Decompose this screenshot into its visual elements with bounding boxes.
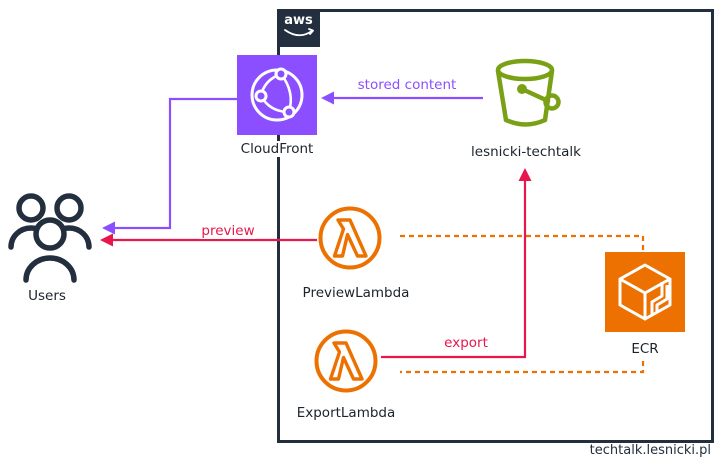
ecr-cube-icon (618, 263, 672, 321)
aws-logo-text: aws (284, 13, 313, 28)
cloudfront-icon (237, 55, 317, 135)
cloudfront-label: CloudFront (237, 141, 317, 157)
preview-edge-label: preview (199, 223, 257, 239)
arrowhead-preview (100, 233, 113, 247)
s3-bucket-label: lesnicki-techtalk (468, 144, 584, 160)
arrowhead-cloudfront-to-users (102, 221, 115, 235)
preview-lambda-label: PreviewLambda (299, 285, 413, 301)
export-lambda-label: ExportLambda (293, 405, 399, 421)
cloudfront-globe-icon (250, 67, 304, 122)
aws-smile-icon (283, 28, 314, 37)
users-icon (4, 186, 96, 284)
export-lambda-icon (313, 328, 379, 394)
stored-content-edge-label: stored content (355, 77, 459, 93)
ecr-icon (605, 252, 685, 332)
preview-lambda-icon (317, 205, 383, 271)
aws-logo-badge: aws (277, 9, 320, 47)
s3-bucket-icon (489, 56, 563, 134)
ecr-label: ECR (628, 341, 662, 357)
export-edge-label: export (442, 335, 490, 351)
diagram-caption: techtalk.lesnicki.pl (589, 443, 711, 458)
aws-cloud-boundary (277, 9, 714, 443)
edge-cloudfront-to-users (112, 97, 237, 230)
users-label: Users (25, 288, 69, 304)
